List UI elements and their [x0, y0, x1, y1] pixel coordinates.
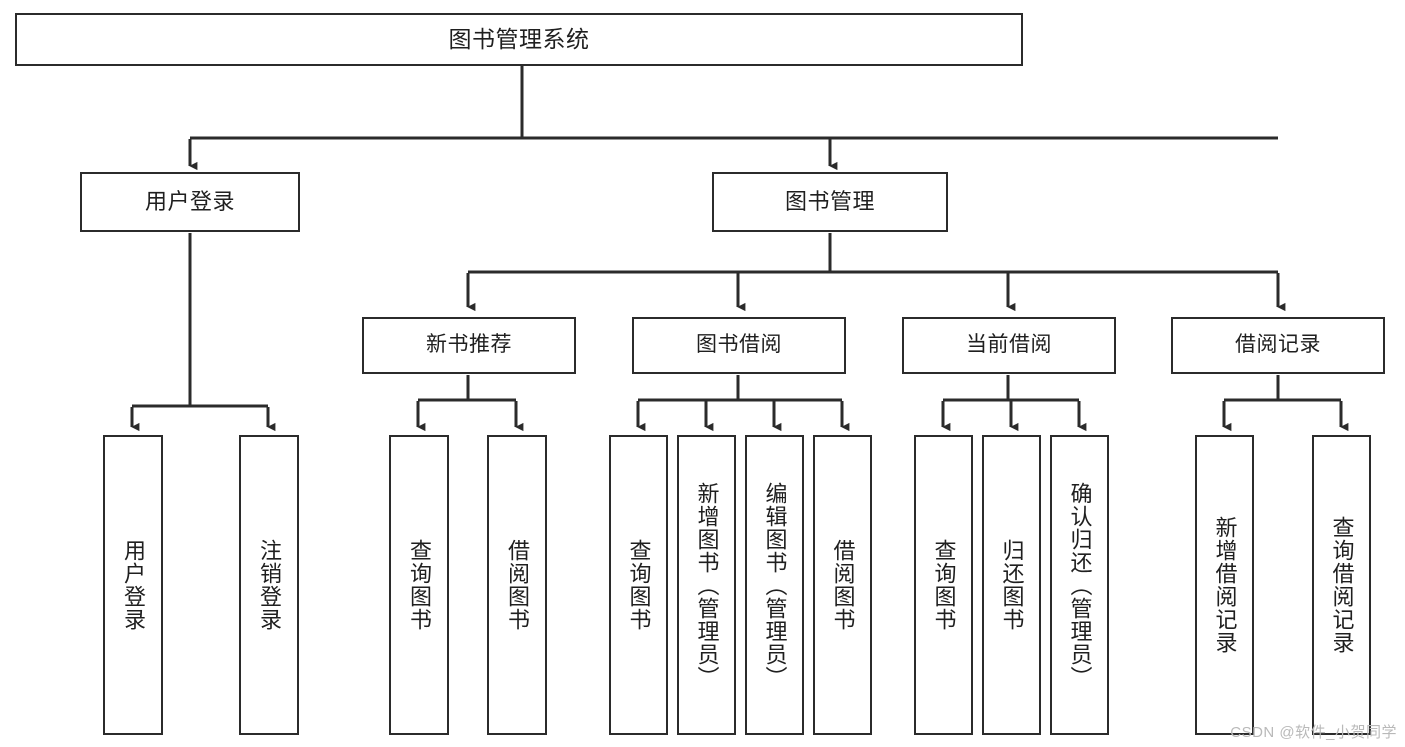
node-label: 借阅图书 [830, 539, 856, 631]
node-label: 编辑图书（管理员） [762, 481, 788, 689]
leaf-new-book-borrow[interactable]: 借阅图书 [487, 435, 547, 735]
node-user-login[interactable]: 用户登录 [80, 172, 300, 232]
node-label: 当前借阅 [966, 333, 1052, 357]
leaf-current-borrow-confirm-return[interactable]: 确认归还（管理员） [1050, 435, 1109, 735]
node-label: 借阅图书 [504, 539, 530, 631]
leaf-book-borrow-add[interactable]: 新增图书（管理员） [677, 435, 736, 735]
node-label: 图书管理 [784, 189, 875, 215]
node-root-system[interactable]: 图书管理系统 [15, 13, 1023, 66]
node-label: 图书管理系统 [448, 26, 590, 53]
leaf-borrow-record-add[interactable]: 新增借阅记录 [1195, 435, 1254, 735]
leaf-borrow-record-query[interactable]: 查询借阅记录 [1312, 435, 1371, 735]
watermark-text: CSDN @软件_小贺同学 [1230, 724, 1397, 741]
node-label: 图书借阅 [696, 333, 782, 357]
node-label: 用户登录 [120, 539, 146, 631]
node-label: 新增借阅记录 [1212, 516, 1238, 654]
leaf-current-borrow-query[interactable]: 查询图书 [914, 435, 973, 735]
node-label: 查询图书 [626, 539, 652, 631]
node-label: 用户登录 [144, 189, 235, 215]
node-new-book-recommend[interactable]: 新书推荐 [362, 317, 576, 374]
leaf-new-book-query[interactable]: 查询图书 [389, 435, 449, 735]
leaf-book-borrow-query[interactable]: 查询图书 [609, 435, 668, 735]
node-book-borrow[interactable]: 图书借阅 [632, 317, 846, 374]
node-label: 新增图书（管理员） [694, 481, 720, 689]
node-label: 归还图书 [999, 539, 1025, 631]
leaf-book-borrow-edit[interactable]: 编辑图书（管理员） [745, 435, 804, 735]
leaf-user-login-login[interactable]: 用户登录 [103, 435, 163, 735]
node-label: 新书推荐 [426, 333, 512, 357]
leaf-book-borrow-borrow[interactable]: 借阅图书 [813, 435, 872, 735]
node-label: 查询图书 [931, 539, 957, 631]
leaf-user-login-logout[interactable]: 注销登录 [239, 435, 299, 735]
node-label: 注销登录 [256, 539, 282, 631]
node-book-management[interactable]: 图书管理 [712, 172, 948, 232]
node-label: 查询借阅记录 [1329, 516, 1355, 654]
node-borrow-record[interactable]: 借阅记录 [1171, 317, 1385, 374]
node-current-borrow[interactable]: 当前借阅 [902, 317, 1116, 374]
node-label: 确认归还（管理员） [1067, 481, 1093, 689]
node-label: 借阅记录 [1235, 333, 1321, 357]
leaf-current-borrow-return[interactable]: 归还图书 [982, 435, 1041, 735]
node-label: 查询图书 [406, 539, 432, 631]
